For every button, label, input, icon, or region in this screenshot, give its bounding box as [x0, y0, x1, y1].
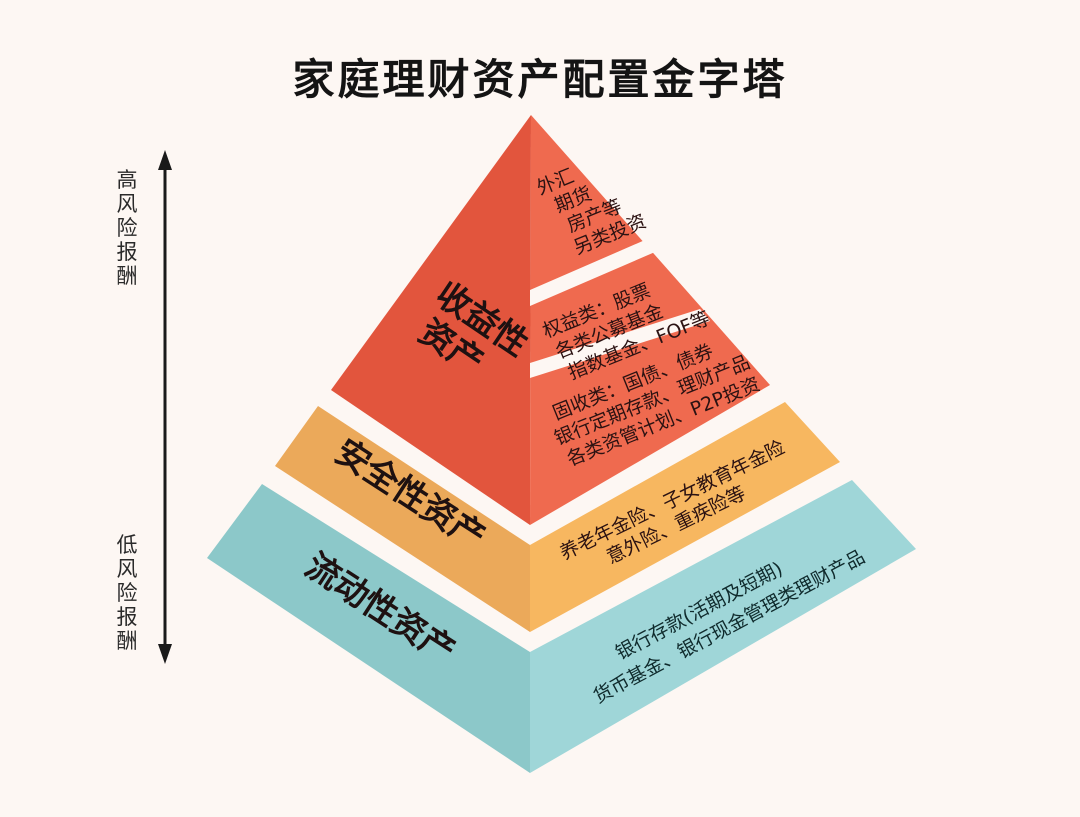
- orange-right-face: [530, 402, 840, 632]
- label-char: 酬: [116, 264, 138, 288]
- tier-safety: [275, 402, 840, 632]
- red-right-face: [530, 115, 770, 525]
- label-char: 酬: [116, 629, 138, 653]
- tier-liquidity: [207, 480, 916, 773]
- label-char: 报: [116, 605, 138, 629]
- label-char: 风: [116, 192, 138, 216]
- diagram-title: 家庭理财资产配置金字塔: [292, 55, 788, 104]
- orange-left-face: [275, 406, 530, 632]
- separator-stripe: [530, 309, 710, 378]
- teal-left-face: [207, 484, 530, 773]
- low-risk-return-label: 低 风 险 报 酬: [112, 533, 142, 653]
- high-risk-return-label: 高 风 险 报 酬: [112, 168, 142, 288]
- label-char: 低: [116, 533, 138, 557]
- teal-right-face: [530, 480, 916, 773]
- label-char: 险: [116, 581, 138, 605]
- red-left-face: [331, 115, 531, 525]
- double-vertical-arrow-icon: [158, 150, 172, 664]
- separator-stripe: [530, 240, 655, 306]
- label-char: 险: [116, 216, 138, 240]
- label-char: 高: [116, 168, 138, 192]
- label-char: 风: [116, 557, 138, 581]
- tier-return: [331, 115, 770, 525]
- label-char: 报: [116, 240, 138, 264]
